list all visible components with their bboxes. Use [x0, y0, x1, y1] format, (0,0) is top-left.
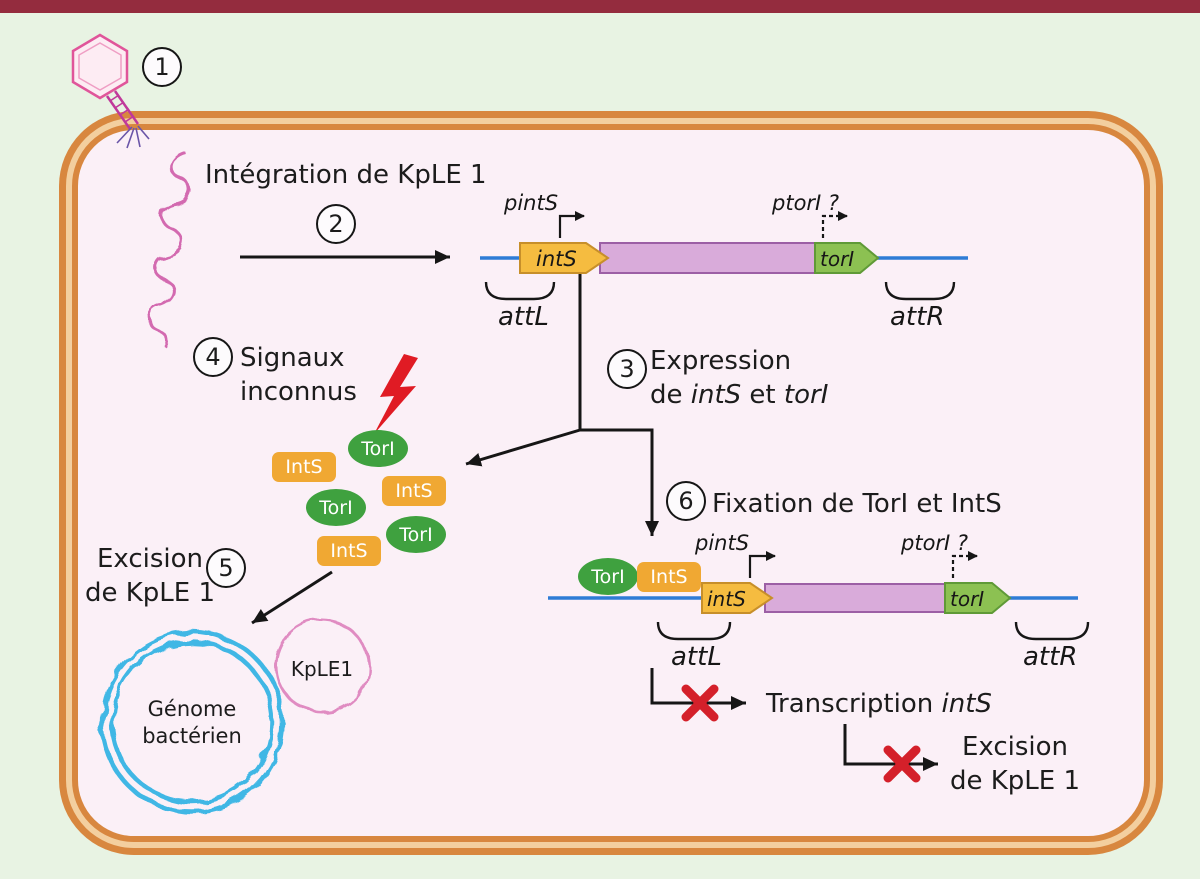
step3-gene-tori: torI — [783, 380, 829, 410]
blocked-excision-line1: Excision — [961, 732, 1069, 762]
transcription-gene-ints: intS — [941, 689, 992, 719]
protein-tori: TorI — [386, 516, 446, 553]
blocked-transcription-label: Transcription intS — [766, 687, 992, 721]
protein-tori-bound: TorI — [578, 558, 638, 595]
protein-ints: IntS — [382, 476, 446, 506]
protein-ints-bound: IntS — [637, 562, 701, 592]
step3-et: et — [741, 380, 784, 410]
transcription-text: Transcription — [766, 689, 942, 719]
step-5-badge: 5 — [206, 548, 246, 588]
step5-label: Excision de KpLE 1 — [80, 542, 220, 610]
genome-label: Génome bactérien — [118, 696, 266, 750]
step-1-badge: 1 — [142, 47, 182, 87]
protein-ints: IntS — [317, 536, 381, 566]
kple-episome-label: KpLE1 — [290, 657, 354, 681]
step-2-badge: 2 — [316, 204, 356, 244]
step3-de: de — [650, 380, 691, 410]
protein-tori: TorI — [306, 489, 366, 526]
step5-label-line2: de KpLE 1 — [84, 578, 216, 608]
step4-label-line2: inconnus — [240, 377, 357, 407]
step6-label: Fixation de TorI et IntS — [712, 489, 1002, 519]
top-border-bar — [0, 0, 1200, 13]
blocked-excision-line2: de KpLE 1 — [949, 766, 1081, 796]
step3-label-line1: Expression — [650, 346, 792, 376]
protein-tori: TorI — [348, 430, 408, 467]
protein-ints: IntS — [272, 452, 336, 482]
genome-label-line1: Génome — [147, 697, 237, 721]
step2-label: Intégration de KpLE 1 — [205, 160, 487, 190]
step-3-badge: 3 — [607, 349, 647, 389]
step3-gene-ints: intS — [690, 380, 742, 410]
genome-label-line2: bactérien — [142, 724, 242, 748]
step4-label-line1: Signaux — [240, 343, 345, 373]
step3-label-line2: de intS et torI — [650, 378, 828, 412]
step5-label-line1: Excision — [96, 544, 204, 574]
step-4-badge: 4 — [193, 337, 233, 377]
step-6-badge: 6 — [666, 481, 706, 521]
blocked-excision-label: Excision de KpLE 1 — [940, 730, 1090, 798]
